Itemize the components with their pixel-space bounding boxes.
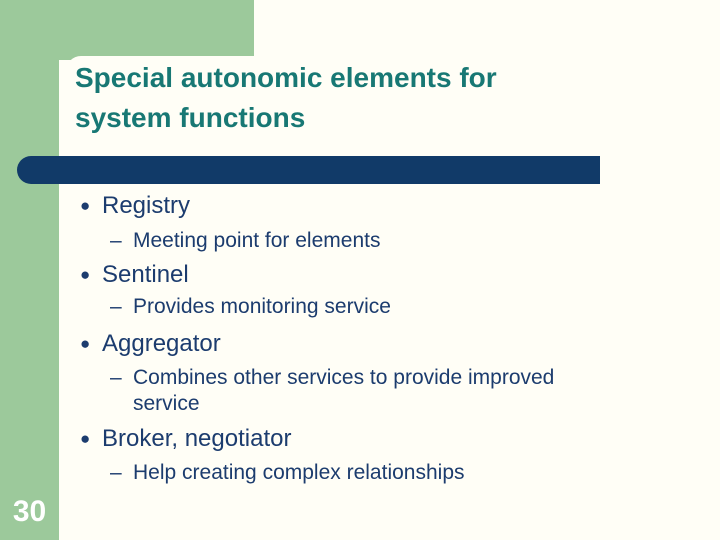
bullet-icon: ●: [80, 334, 91, 353]
bullet-icon: ●: [80, 196, 91, 215]
bullet-list: ● Registry – Meeting point for elements …: [80, 188, 620, 486]
list-subitem-label: Provides monitoring service: [133, 295, 391, 318]
dash-icon: –: [110, 229, 122, 252]
list-subitem: – Help creating complex relationships: [80, 460, 620, 486]
list-item: ● Aggregator: [80, 328, 620, 360]
list-subitem: – Combines other services to provide imp…: [80, 365, 620, 417]
bullet-icon: ●: [80, 265, 91, 284]
dash-icon: –: [110, 366, 122, 389]
list-item: ● Sentinel: [80, 259, 620, 291]
list-item-label: Broker, negotiator: [102, 425, 292, 452]
title-underline-bar: [17, 156, 600, 184]
bullet-icon: ●: [80, 429, 91, 448]
list-item: ● Broker, negotiator: [80, 423, 620, 455]
dash-icon: –: [110, 461, 122, 484]
list-item-label: Registry: [102, 192, 191, 219]
list-subitem-label: Meeting point for elements: [133, 229, 381, 252]
left-green-strip: [0, 0, 59, 540]
list-item-label: Sentinel: [102, 261, 189, 288]
dash-icon: –: [110, 295, 122, 318]
list-item: ● Registry: [80, 190, 620, 222]
list-item-label: Aggregator: [102, 330, 221, 357]
list-subitem-label: Help creating complex relationships: [133, 461, 465, 484]
slide-title: Special autonomic elements for system fu…: [75, 62, 497, 133]
content-panel: [66, 56, 720, 540]
page-number: 30: [12, 495, 47, 528]
list-subitem: – Meeting point for elements: [80, 228, 620, 254]
list-subitem: – Provides monitoring service: [80, 294, 620, 320]
list-subitem-label: Combines other services to provide impro…: [133, 366, 555, 415]
